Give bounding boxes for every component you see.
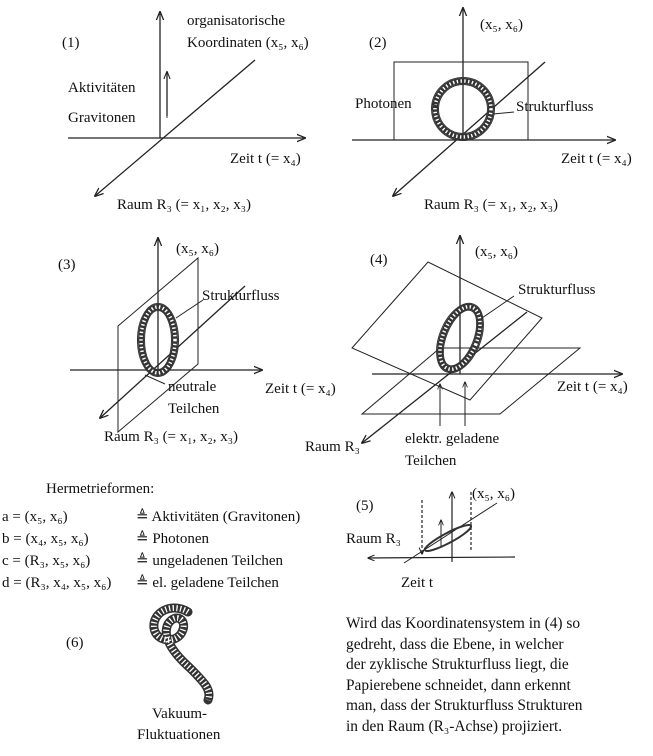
panel-2-space-axis-label: Raum R₃ (= x₁, x₂, x₃) <box>424 197 558 213</box>
panel-5-time-axis <box>368 557 516 558</box>
panel-5-coordinates-label: (x₅, x₆) <box>472 486 515 502</box>
panel-3-space-axis-label: Raum R₃ (= x₁, x₂, x₃) <box>104 429 238 445</box>
panel-2-time-axis-label: Zeit t (= x₄) <box>561 151 632 167</box>
panel-4-space-axis <box>362 311 528 443</box>
legend-row-formula: c = (R₃, x₅, x₆) <box>2 553 91 569</box>
panel-1-axes <box>68 12 305 196</box>
panel-3-plane <box>117 256 199 434</box>
panel-2-photonen-pointer <box>431 103 438 107</box>
panel-3-number: (3) <box>58 257 76 273</box>
legend-row-meaning: ≜ Photonen <box>136 531 209 547</box>
paragraph-line: man, dass der Strukturfluss Strukturen <box>346 697 583 714</box>
panel-4-coordinates-label: (x₅, x₆) <box>475 244 518 260</box>
legend-row: d = (R₃, x₄, x₅, x₆) ≜ el. geladene Teilc… <box>2 573 279 592</box>
panel-4-structure-ring <box>436 302 484 374</box>
panel-3-structure-flow-label: Strukturfluss <box>202 288 280 304</box>
panel-4-time-axis-label: Zeit t (= x₄) <box>557 379 628 395</box>
legend-title: Hermetrieformen: <box>46 481 155 497</box>
panel-2-coordinates-label: (x₅, x₆) <box>480 17 523 33</box>
panel-1-number: (1) <box>62 35 80 51</box>
explanation-paragraph: Wird das Koordinatensystem in (4) so ged… <box>346 614 646 737</box>
paragraph-line: Papierebene schneidet, dann erkennt <box>346 676 571 694</box>
legend-row-meaning: ≜ Aktivitäten (Gravitonen) <box>136 509 301 525</box>
panel-4-number: (4) <box>370 252 388 268</box>
legend-row-formula: a = (x₅, x₆) <box>2 509 68 525</box>
legend-row: c = (R₃, x₅, x₆) ≜ ungeladenen Teilchen <box>2 551 283 570</box>
paragraph-line: Wird das Koordinatensystem in (4) so <box>346 615 581 632</box>
legend-row: b = (x₄, x₅, x₆) ≜ Photonen <box>2 529 209 548</box>
panel-6-number: (6) <box>66 635 84 651</box>
panel-4-particles-label: Teilchen <box>405 453 457 469</box>
panel-5-space-axis <box>403 502 498 564</box>
panel-6-vacuum-fluctuation <box>149 603 214 705</box>
panel-5-time-axis-label: Zeit t <box>401 575 434 591</box>
panel-3-time-axis-label: Zeit t (= x₄) <box>265 381 336 397</box>
paragraph-line: in den Raum (R₃-Achse) projiziert. <box>346 717 563 735</box>
paragraph-line: gedreht, dass die Ebene, in welcher <box>346 635 564 653</box>
panel-3-particles-label: Teilchen <box>168 401 220 417</box>
legend-row-formula: b = (x₄, x₅, x₆) <box>2 531 89 547</box>
panel-1-activities-label: Aktivitäten <box>68 80 136 96</box>
panel-3-neutral-pointer <box>144 374 166 385</box>
panel-1-space-axis <box>95 59 256 196</box>
panel-5-space-axis-label: Raum R₃ <box>346 531 401 547</box>
legend-row-meaning: ≜ ungeladenen Teilchen <box>136 553 284 569</box>
panel-3-axes <box>70 238 262 434</box>
panel-2-structure-flow-label: Strukturfluss <box>516 99 594 115</box>
panel-2-number: (2) <box>369 35 387 51</box>
panel-3-strukturfluss-pointer <box>175 299 204 319</box>
panel-4-charged-label: elektr. geladene <box>405 431 500 447</box>
panel-6-fluctuations-label: Fluktuationen <box>137 727 221 743</box>
panel-2-axes <box>352 8 615 196</box>
panel-1-coordinates-label: Koordinaten (x₅, x₆) <box>187 35 309 51</box>
panel-5-ring-edge <box>423 524 473 552</box>
panel-5-axes <box>368 492 516 564</box>
panel-2-structure-ring <box>431 77 495 141</box>
panel-6-vacuum-label: Vakuum- <box>152 706 207 722</box>
legend-row: a = (x₅, x₆) ≜ Aktivitäten (Gravitonen) <box>2 507 300 526</box>
panel-1-time-axis-label: Zeit t (= x₄) <box>230 151 301 167</box>
panel-3-structure-ring <box>137 303 179 377</box>
panel-4-axes <box>351 236 622 443</box>
panel-2-plane <box>393 61 529 141</box>
panel-2-strukturfluss-pointer <box>492 111 515 115</box>
panel-1-organisational-label: organisatorische <box>187 13 286 29</box>
panel-5-number: (5) <box>356 498 374 514</box>
panel-4-structure-flow-label: Strukturfluss <box>518 282 596 298</box>
panel-1-space-axis-label: Raum R₃ (= x₁, x₂, x₃) <box>117 197 251 213</box>
paragraph-line: der zyklische Strukturfluss liegt, die <box>346 656 569 673</box>
legend-row-formula: d = (R₃, x₄, x₅, x₆) <box>2 575 112 591</box>
panel-2-photons-label: Photonen <box>355 96 412 112</box>
panel-2-space-axis <box>393 61 546 196</box>
panel-4-ground-plane <box>360 347 582 415</box>
panel-4-tilted-plane <box>351 261 543 401</box>
panel-1-gravitons-label: Gravitonen <box>68 110 136 126</box>
panel-4-strukturfluss-pointer <box>481 295 515 319</box>
panel-4-space-axis-label: Raum R₃ <box>305 439 360 455</box>
panel-3-coordinates-label: (x₅, x₆) <box>176 241 219 257</box>
legend-row-meaning: ≜ el. geladene Teilchen <box>136 575 279 591</box>
panel-3-neutral-label: neutrale <box>168 379 217 395</box>
